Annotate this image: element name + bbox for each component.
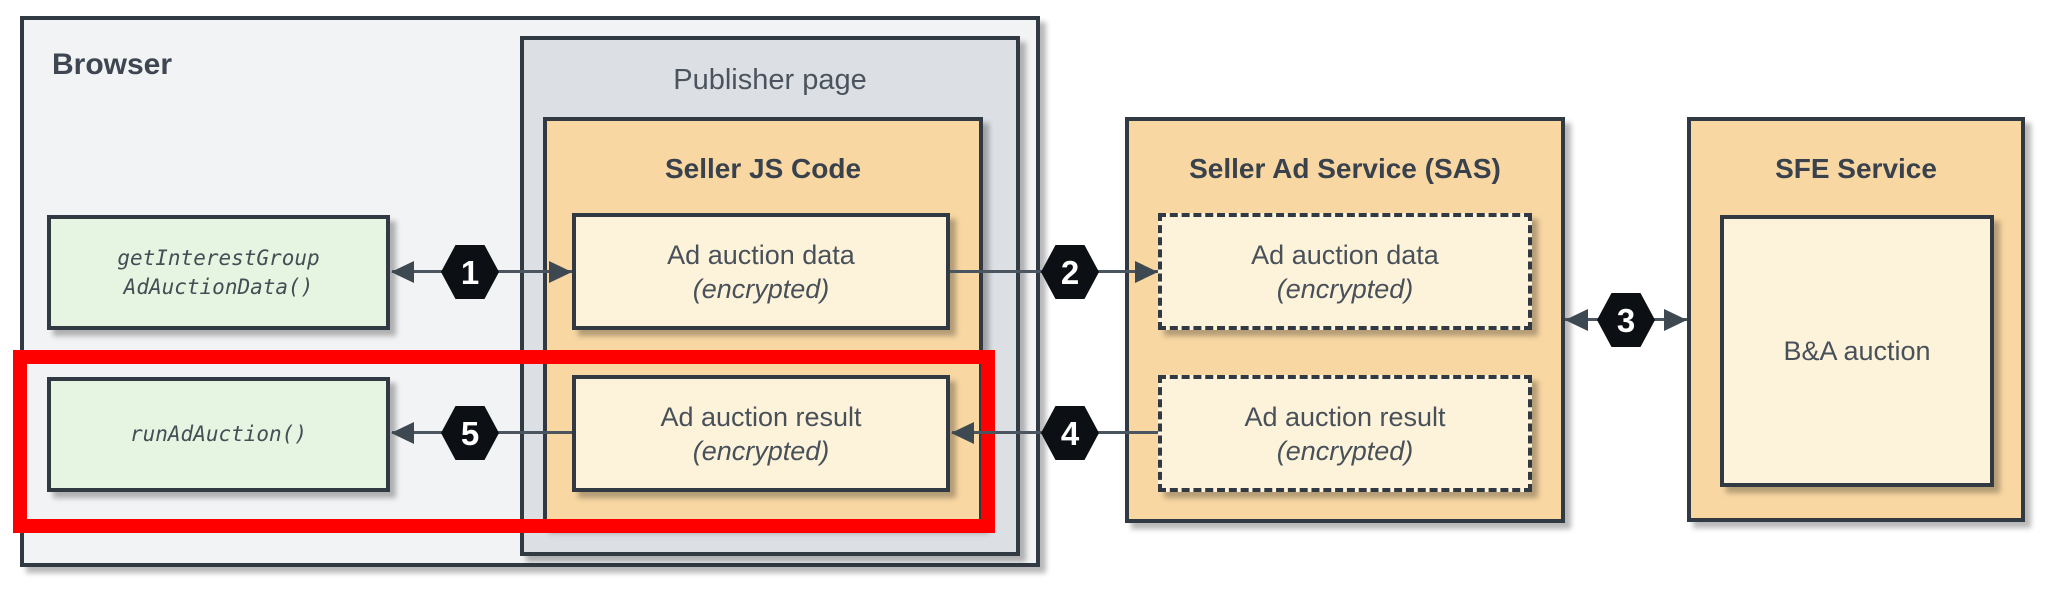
arrowhead-right-step2 bbox=[1135, 261, 1158, 283]
browser-label: Browser bbox=[52, 48, 173, 81]
get-interest-group-text: getInterestGroup AdAuctionData() bbox=[117, 245, 320, 299]
ba-auction-label: B&A auction bbox=[1783, 336, 1931, 366]
sellerjs-ad-auction-result-box: Ad auction result (encrypted) bbox=[572, 375, 950, 492]
arrowhead-left-step1 bbox=[391, 261, 414, 283]
run-ad-auction-text: runAdAuction() bbox=[129, 422, 307, 446]
encrypted-label: (encrypted) bbox=[692, 435, 830, 466]
arrowhead-right-step1 bbox=[549, 261, 572, 283]
encrypted-label: (encrypted) bbox=[1276, 273, 1414, 304]
sfe-service-title: SFE Service bbox=[1775, 153, 1937, 184]
step-badge-2: 2 bbox=[1041, 245, 1099, 299]
step-number-1: 1 bbox=[460, 253, 480, 291]
step-number-3: 3 bbox=[1616, 301, 1636, 339]
step-badge-4: 4 bbox=[1041, 406, 1099, 460]
step-number-2: 2 bbox=[1060, 253, 1080, 291]
ba-auction-box: B&A auction bbox=[1720, 215, 1994, 487]
ad-auction-data-label: Ad auction data bbox=[667, 239, 855, 270]
sas-ad-auction-data-box: Ad auction data (encrypted) bbox=[1158, 213, 1532, 330]
sellerjs-ad-auction-data-box: Ad auction data (encrypted) bbox=[572, 213, 950, 330]
arrowhead-left-step4 bbox=[951, 422, 974, 444]
encrypted-label: (encrypted) bbox=[692, 273, 830, 304]
step-number-4: 4 bbox=[1060, 414, 1080, 452]
sas-ad-auction-result-box: Ad auction result (encrypted) bbox=[1158, 375, 1532, 492]
publisher-page-label: Publisher page bbox=[673, 64, 867, 96]
encrypted-label: (encrypted) bbox=[1276, 435, 1414, 466]
ad-auction-result-label: Ad auction result bbox=[660, 401, 862, 432]
red-highlight-box bbox=[13, 350, 995, 533]
arrowhead-left-step3 bbox=[1565, 309, 1588, 331]
seller-js-code-title: Seller JS Code bbox=[664, 153, 862, 184]
ad-auction-result-label: Ad auction result bbox=[1244, 401, 1446, 432]
seller-ad-service-title: Seller Ad Service (SAS) bbox=[1189, 153, 1501, 184]
get-interest-group-ad-auction-data-box: getInterestGroup AdAuctionData() bbox=[47, 215, 390, 330]
arrowhead-left-step5 bbox=[391, 422, 414, 444]
run-ad-auction-box: runAdAuction() bbox=[47, 377, 390, 492]
ad-auction-data-label: Ad auction data bbox=[1251, 239, 1439, 270]
step-number-5: 5 bbox=[460, 414, 480, 452]
step-badge-3: 3 bbox=[1597, 293, 1655, 347]
arrowhead-right-step3 bbox=[1664, 309, 1687, 331]
